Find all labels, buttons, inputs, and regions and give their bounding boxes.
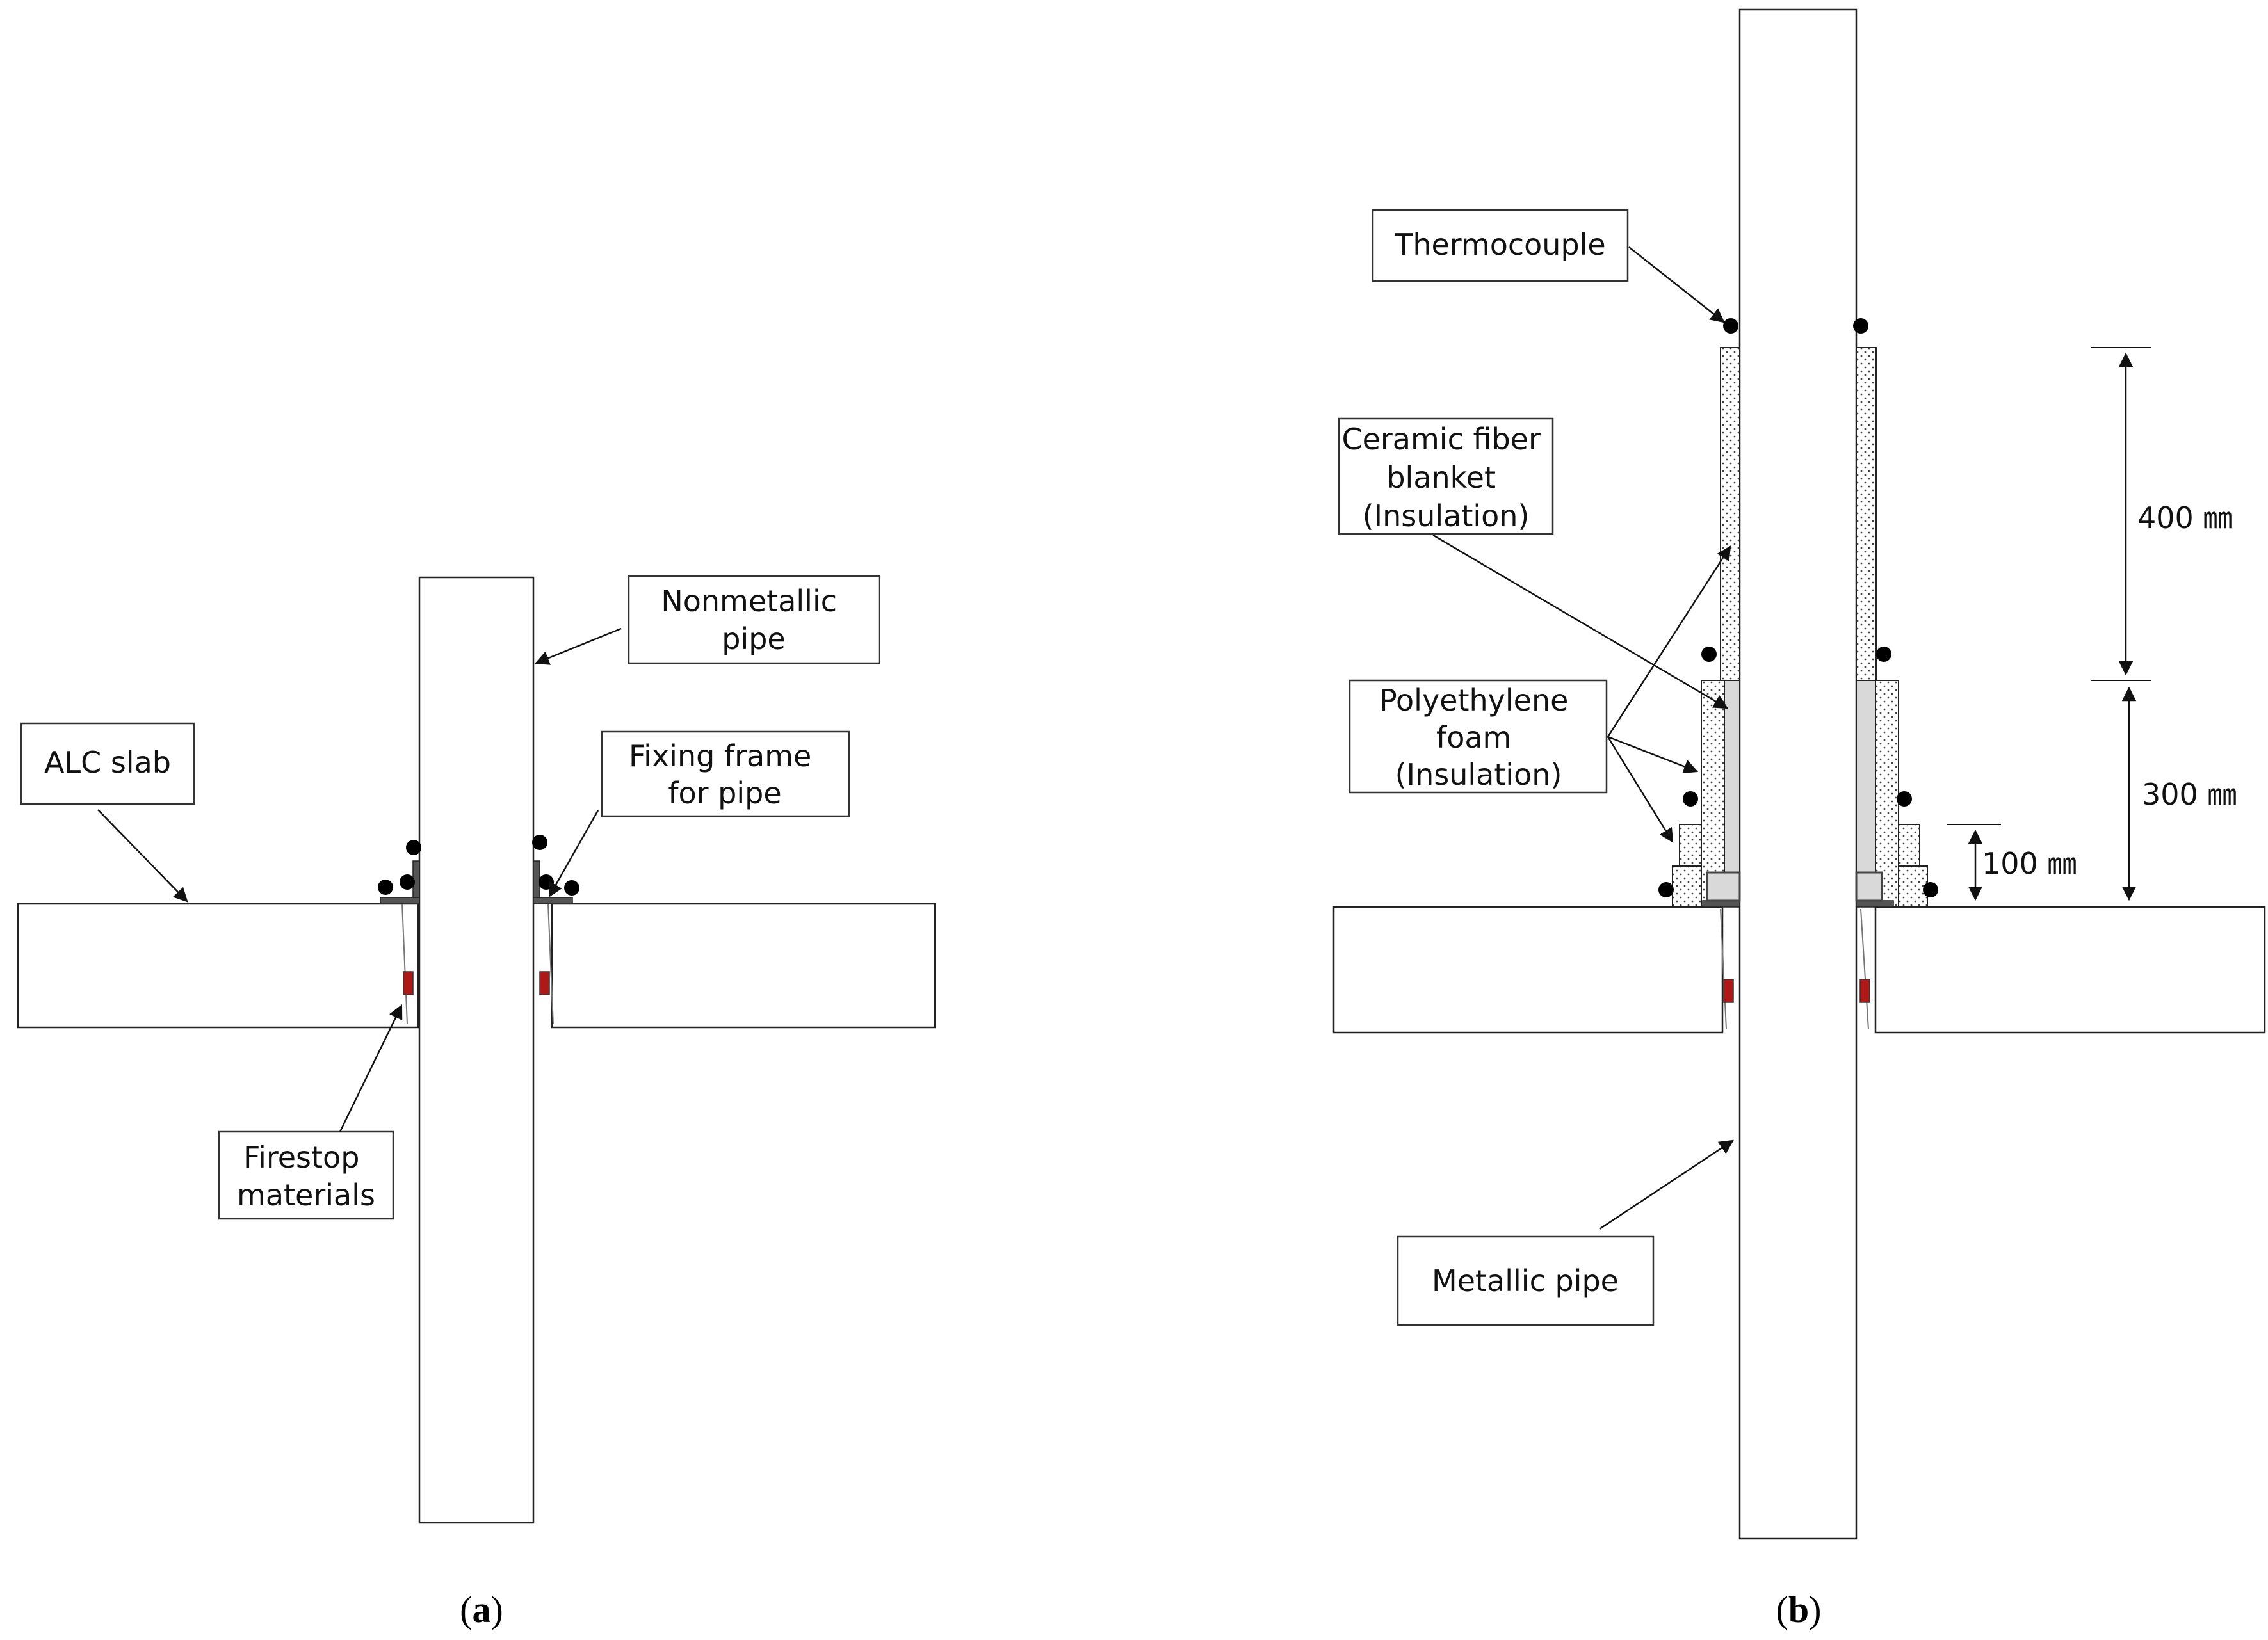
sleeve-left	[1724, 680, 1740, 873]
thermocouple-dot	[564, 880, 579, 896]
firestop-right	[539, 971, 550, 995]
thermocouple-dot	[1876, 647, 1891, 662]
slab-gap-left	[1720, 908, 1727, 1030]
firestop-label-box	[218, 1130, 394, 1220]
dim-400-label: 400 ㎜	[2137, 501, 2232, 535]
metallic-pipe-label: Metallic pipe	[1432, 1264, 1619, 1298]
alc-slab-leader	[97, 809, 188, 903]
slab-gap-right	[547, 903, 554, 1025]
panel-b: 400 ㎜ 300 ㎜ 100 ㎜ Thermocouple Ceramic f…	[1332, 8, 2266, 1630]
ceramic-fiber-blanket-right	[1856, 347, 1877, 681]
metallic-pipe	[1738, 8, 1858, 1540]
firestop-right	[1859, 979, 1870, 1003]
caption-b: (b)	[1776, 1589, 1822, 1630]
sleeve-right	[1856, 680, 1876, 873]
polyethylene-label-box	[1349, 679, 1608, 794]
firestop-leader	[339, 1004, 403, 1132]
ceramic-fiber-label: Ceramic fiber blanket (Insulation)	[1341, 422, 1550, 533]
fixing-frame-left	[1702, 871, 1741, 908]
alc-slab-left	[17, 903, 419, 1029]
firestop-label: Firestop materials	[237, 1140, 375, 1212]
thermocouple-dot	[1701, 647, 1717, 662]
thermocouple-label: Thermocouple	[1394, 227, 1605, 262]
polyethylene-foam-right	[1898, 865, 1928, 907]
nonmetallic-pipe-leader	[534, 627, 622, 665]
thermocouple-dot	[406, 840, 421, 855]
polyethylene-foam-left	[1701, 680, 1725, 907]
thermocouple-dot	[1683, 791, 1698, 807]
thermocouple-dot	[1723, 318, 1738, 334]
firestop-left	[1723, 979, 1734, 1003]
metallic-pipe-label-box	[1397, 1235, 1655, 1326]
thermocouple-dot	[1897, 791, 1912, 807]
polyethylene-label: Polyethylene foam (Insulation)	[1379, 683, 1578, 792]
nonmetallic-pipe	[418, 576, 535, 1524]
thermocouple-dot	[1658, 882, 1674, 897]
fixing-frame-leader	[548, 810, 599, 897]
alc-slab-left	[1332, 906, 1724, 1034]
fixing-frame-right	[1855, 871, 1894, 908]
ceramic-fiber-leader	[1432, 534, 1728, 709]
alc-slab-label: ALC slab	[44, 745, 171, 780]
nonmetallic-pipe-label-box	[628, 575, 880, 664]
fixing-frame-label: Fixing frame for pipe	[629, 739, 821, 810]
metallic-pipe-leader	[1599, 1139, 1734, 1230]
thermocouple-dot	[532, 835, 547, 850]
dim-300-label: 300 ㎜	[2142, 777, 2237, 812]
thermocouple-label-box	[1372, 209, 1629, 282]
polyethylene-foam-left	[1672, 865, 1702, 907]
polyethylene-leader	[1607, 736, 1674, 843]
panel-a: Nonmetallic pipe ALC slab Fixing frame f…	[17, 575, 936, 1630]
alc-slab-right	[1874, 906, 2266, 1034]
slab-gap-left	[401, 903, 408, 1025]
alc-slab-right	[551, 903, 936, 1029]
polyethylene-leader	[1607, 736, 1699, 774]
thermocouple-dot	[1853, 318, 1868, 334]
alc-slab-label-box	[20, 722, 195, 805]
thermocouple-dot	[1923, 882, 1938, 897]
thermocouple-dot	[378, 880, 393, 895]
fixing-frame-label-box	[601, 730, 850, 817]
thermocouple-dot	[400, 874, 415, 890]
ceramic-fiber-blanket-left	[1720, 347, 1740, 681]
caption-a: (a)	[460, 1589, 503, 1630]
dim-100-label: 100 ㎜	[1982, 846, 2077, 881]
thermocouple-leader	[1628, 246, 1725, 323]
slab-gap-right	[1860, 908, 1869, 1030]
nonmetallic-pipe-label: Nonmetallic pipe	[661, 584, 846, 656]
ceramic-fiber-label-box	[1338, 417, 1554, 535]
thermocouple-dot	[539, 874, 554, 890]
firestop-left	[403, 971, 414, 995]
polyethylene-leader	[1607, 545, 1731, 737]
